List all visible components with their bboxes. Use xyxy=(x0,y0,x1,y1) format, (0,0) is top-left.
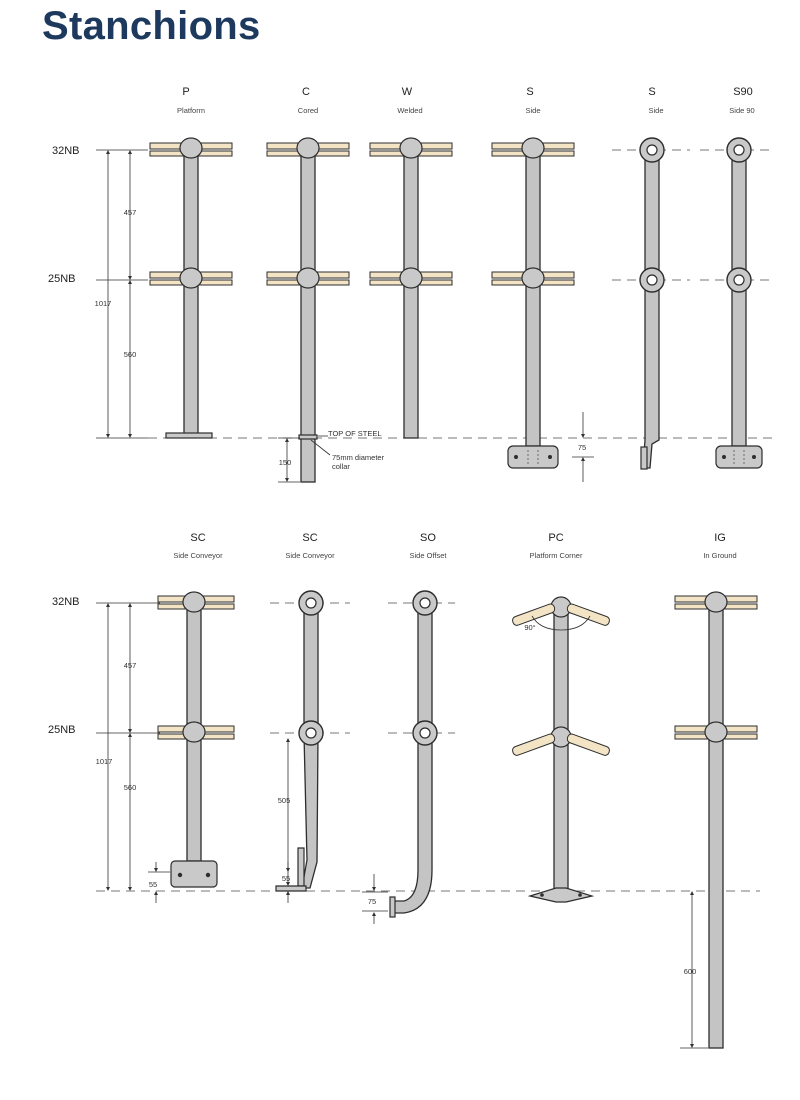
dim-total-2: 1017 xyxy=(96,757,113,766)
dim-lower-2: 560 xyxy=(124,783,137,792)
pc-angle-label: 90° xyxy=(524,623,535,632)
dim-upper: 457 xyxy=(124,208,137,217)
collar-label-line2: collar xyxy=(332,462,350,471)
item-code-p: P xyxy=(182,86,189,98)
dim-lower: 560 xyxy=(124,350,137,359)
page-title: Stanchions xyxy=(42,4,261,48)
cored-depth-dim: 150 xyxy=(279,458,292,467)
top-of-steel-label: TOP OF STEEL xyxy=(328,429,382,438)
sc-height-dim: 505 xyxy=(278,796,291,805)
item-label-side-offset: Side Offset xyxy=(410,551,448,560)
stanchion-side-conveyor-bracket: 505 55 xyxy=(270,590,350,903)
nb-25-label-2: 25NB xyxy=(48,724,76,736)
row2-headers: SC Side Conveyor SC Side Conveyor SO Sid… xyxy=(173,532,736,560)
item-code-sc-2: SC xyxy=(302,532,317,544)
nb-25-label: 25NB xyxy=(48,273,76,285)
nb-32-label: 32NB xyxy=(52,145,80,157)
item-label-platform-corner: Platform Corner xyxy=(530,551,583,560)
item-code-pc: PC xyxy=(548,532,563,544)
stanchion-side-conveyor: 55 xyxy=(148,591,235,903)
item-label-side-90: Side 90 xyxy=(729,106,754,115)
stanchion-side: 75 xyxy=(491,137,594,482)
stanchion-side-bent xyxy=(612,137,690,470)
stanchion-platform xyxy=(149,137,233,439)
nb-32-label-2: 32NB xyxy=(52,596,80,608)
dim-total: 1017 xyxy=(95,299,112,308)
row1-dimensions: 32NB 25NB 1017 457 560 xyxy=(48,145,148,439)
item-label-welded: Welded xyxy=(397,106,422,115)
item-code-w: W xyxy=(402,86,413,98)
stanchion-side-offset: 75 xyxy=(362,590,455,924)
item-code-s90: S90 xyxy=(733,86,753,98)
ig-depth-dim: 600 xyxy=(684,967,697,976)
item-code-sc: SC xyxy=(190,532,205,544)
stanchion-side-90 xyxy=(700,137,775,469)
item-code-ig: IG xyxy=(714,532,726,544)
item-label-platform: Platform xyxy=(177,106,205,115)
row2-dimensions: 32NB 25NB 1017 457 560 xyxy=(48,596,160,891)
item-code-s-2: S xyxy=(648,86,655,98)
item-label-in-ground: In Ground xyxy=(703,551,736,560)
side-base-dim: 75 xyxy=(578,443,586,452)
sc-bracket-base-dim: 55 xyxy=(282,874,290,883)
item-label-cored: Cored xyxy=(298,106,318,115)
stanchion-welded xyxy=(369,137,453,439)
stanchion-platform-corner: 90° xyxy=(512,596,610,903)
collar-label-line1: 75mm diameter xyxy=(332,453,385,462)
sc-base-dim: 55 xyxy=(149,880,157,889)
item-label-side-2: Side xyxy=(648,106,663,115)
item-code-s: S xyxy=(526,86,533,98)
item-code-so: SO xyxy=(420,532,436,544)
item-code-c: C xyxy=(302,86,310,98)
stanchion-cored: TOP OF STEEL 75mm diameter collar 150 xyxy=(266,137,385,483)
so-base-dim: 75 xyxy=(368,897,376,906)
dim-upper-2: 457 xyxy=(124,661,137,670)
row1-headers: P Platform C Cored W Welded S Side S Sid… xyxy=(177,86,755,115)
item-label-side-conveyor: Side Conveyor xyxy=(173,551,223,560)
stanchion-in-ground: 600 xyxy=(674,591,758,1049)
item-label-side-conveyor-2: Side Conveyor xyxy=(285,551,335,560)
item-label-side: Side xyxy=(525,106,540,115)
